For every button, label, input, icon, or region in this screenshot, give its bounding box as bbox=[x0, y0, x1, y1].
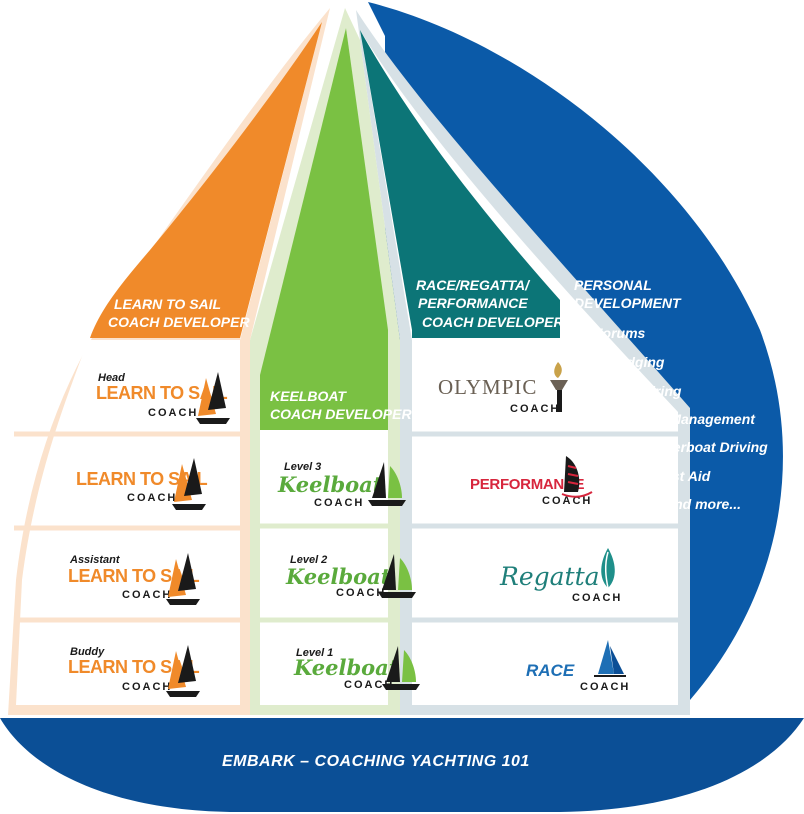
personal-item: Forums bbox=[594, 325, 646, 341]
windsurf-sail-icon bbox=[561, 456, 593, 498]
learn-to-sail-card: LEARN TO SAIL COACH bbox=[76, 458, 208, 510]
card-title: RACE bbox=[526, 661, 575, 680]
junk-sail-icon bbox=[196, 372, 230, 424]
learn-to-sail-header-line2: COACH DEVELOPER bbox=[108, 314, 250, 330]
card-title: OLYMPIC bbox=[438, 375, 537, 399]
card-prefix: Head bbox=[98, 372, 125, 384]
keelboat-header-line2: COACH DEVELOPER bbox=[270, 406, 412, 422]
learn-to-sail-column-inner bbox=[16, 22, 322, 705]
embark-label: EMBARK – COACHING YACHTING 101 bbox=[222, 753, 530, 770]
personal-item: First Aid bbox=[654, 468, 711, 484]
card-suffix: COACH bbox=[542, 495, 592, 507]
card-title: LEARN TO SAIL bbox=[96, 383, 228, 403]
card-suffix: COACH bbox=[580, 681, 630, 693]
card-suffix: COACH bbox=[510, 403, 560, 415]
card-suffix: COACH bbox=[127, 492, 177, 504]
card-title: LEARN TO SAIL bbox=[68, 566, 200, 586]
card-title: LEARN TO SAIL bbox=[68, 657, 200, 677]
torch-icon bbox=[550, 362, 568, 412]
learn-to-sail-dividers bbox=[14, 431, 248, 623]
learn-to-sail-card-assistant: Assistant LEARN TO SAIL COACH bbox=[68, 553, 200, 605]
keelboat-card-level2: Level 2 Keelboat COACH bbox=[285, 554, 416, 599]
learn-to-sail-card-head: Head LEARN TO SAIL COACH bbox=[96, 372, 230, 424]
junk-sail-icon bbox=[172, 458, 206, 510]
embark-base bbox=[0, 718, 804, 812]
race-header-line1: RACE/REGATTA/ bbox=[416, 277, 531, 293]
card-prefix: Level 2 bbox=[290, 554, 327, 566]
card-suffix: COACH bbox=[122, 681, 172, 693]
personal-header-line2: DEVELOPMENT bbox=[574, 295, 682, 311]
card-title: Keelboat bbox=[293, 655, 399, 680]
race-dividers bbox=[406, 431, 684, 623]
card-prefix: Level 3 bbox=[284, 461, 321, 473]
learn-to-sail-header-bg bbox=[90, 22, 322, 338]
learn-to-sail-card-buddy: Buddy LEARN TO SAIL COACH bbox=[68, 645, 200, 697]
race-header-bg bbox=[360, 30, 560, 338]
personal-item: Judging bbox=[610, 354, 665, 370]
keelboat-header-line1: KEELBOAT bbox=[270, 388, 347, 404]
personal-header-line1: PERSONAL bbox=[574, 277, 652, 293]
card-suffix: COACH bbox=[148, 407, 198, 419]
keelboat-card-level1: Level 1 Keelboat COACH bbox=[293, 646, 420, 691]
keelboat-sail-icon bbox=[368, 462, 406, 506]
race-card-regatta: Regatta COACH bbox=[499, 548, 622, 604]
card-prefix: Level 1 bbox=[296, 647, 333, 659]
card-title: Keelboat bbox=[277, 472, 383, 497]
personal-item: Umpiring bbox=[620, 383, 682, 399]
card-suffix: COACH bbox=[336, 587, 386, 599]
keelboat-sail-icon bbox=[382, 646, 420, 690]
junk-sail-icon bbox=[166, 645, 200, 697]
regatta-sail-icon bbox=[601, 548, 615, 589]
race-card-race: RACE COACH bbox=[526, 640, 630, 693]
race-card-olympic: OLYMPIC COACH bbox=[438, 362, 568, 415]
card-title: Regatta bbox=[499, 562, 600, 591]
keelboat-sail-icon bbox=[378, 554, 416, 598]
card-prefix: Assistant bbox=[69, 554, 121, 566]
personal-item: Race Management bbox=[632, 411, 756, 427]
card-title: Keelboat bbox=[285, 564, 391, 589]
personal-item: And more... bbox=[663, 496, 741, 512]
race-header-line3: COACH DEVELOPER bbox=[422, 314, 564, 330]
card-title: LEARN TO SAIL bbox=[76, 469, 208, 489]
junk-sail-icon bbox=[166, 553, 200, 605]
card-title: PERFORMANCE bbox=[470, 476, 584, 493]
race-sail-icon bbox=[594, 640, 626, 677]
card-suffix: COACH bbox=[314, 497, 364, 509]
keelboat-card-level3: Level 3 Keelboat COACH bbox=[277, 461, 406, 509]
keelboat-header-bg bbox=[260, 28, 388, 430]
card-suffix: COACH bbox=[122, 589, 172, 601]
race-card-performance: PERFORMANCE COACH bbox=[470, 456, 593, 507]
card-prefix: Buddy bbox=[70, 646, 105, 658]
personal-item: Powerboat Driving bbox=[644, 439, 768, 455]
card-suffix: COACH bbox=[344, 679, 394, 691]
race-header-line2: PERFORMANCE bbox=[418, 295, 528, 311]
keelboat-dividers bbox=[256, 523, 394, 623]
card-suffix: COACH bbox=[572, 592, 622, 604]
learn-to-sail-header-line1: LEARN TO SAIL bbox=[114, 296, 221, 312]
